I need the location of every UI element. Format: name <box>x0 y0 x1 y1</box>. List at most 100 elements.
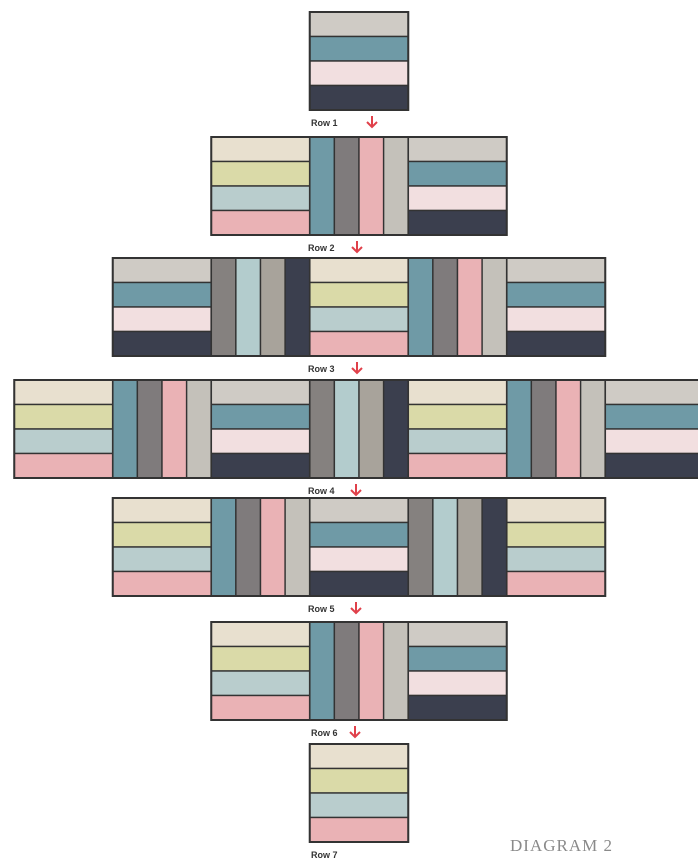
down-arrow-icon <box>367 116 377 127</box>
fabric-strip <box>211 454 310 479</box>
down-arrow-icon <box>352 241 362 252</box>
fabric-strip <box>211 162 310 187</box>
fabric-strip <box>507 547 606 572</box>
fabric-strip <box>507 380 532 478</box>
quilt-row <box>211 137 507 235</box>
fabric-strip <box>261 498 286 596</box>
fabric-strip <box>482 258 507 356</box>
fabric-strip <box>285 258 310 356</box>
fabric-strip <box>261 258 286 356</box>
fabric-strip <box>310 307 409 332</box>
fabric-strip <box>14 454 113 479</box>
fabric-strip <box>458 258 483 356</box>
fabric-strip <box>310 622 335 720</box>
fabric-strip <box>581 380 606 478</box>
horizontal-strip-block <box>310 498 409 596</box>
down-arrow-icon <box>350 726 360 737</box>
horizontal-strip-block <box>605 380 698 478</box>
fabric-strip <box>359 380 384 478</box>
fabric-strip <box>310 283 409 308</box>
fabric-strip <box>384 622 409 720</box>
fabric-strip <box>408 671 507 696</box>
horizontal-strip-block <box>507 498 606 596</box>
fabric-strip <box>310 37 409 62</box>
row-label: Row 1 <box>311 118 338 128</box>
horizontal-strip-block <box>211 622 310 720</box>
fabric-strip <box>113 258 212 283</box>
fabric-strip <box>310 86 409 111</box>
horizontal-strip-block <box>113 498 212 596</box>
fabric-strip <box>162 380 187 478</box>
fabric-strip <box>310 744 409 769</box>
fabric-strip <box>211 622 310 647</box>
vertical-strip-block <box>408 498 507 596</box>
fabric-strip <box>310 258 409 283</box>
fabric-strip <box>211 647 310 672</box>
fabric-strip <box>359 622 384 720</box>
fabric-strip <box>211 186 310 211</box>
fabric-strip <box>482 498 507 596</box>
row-label: Row 3 <box>308 364 335 374</box>
fabric-strip <box>211 137 310 162</box>
fabric-strip <box>531 380 556 478</box>
fabric-strip <box>408 498 433 596</box>
fabric-strip <box>507 523 606 548</box>
down-arrow-icon <box>352 362 362 373</box>
fabric-strip <box>236 258 261 356</box>
fabric-strip <box>507 332 606 357</box>
fabric-strip <box>310 818 409 843</box>
fabric-strip <box>310 380 335 478</box>
vertical-strip-block <box>310 622 409 720</box>
fabric-strip <box>310 547 409 572</box>
fabric-strip <box>384 380 409 478</box>
fabric-strip <box>211 380 310 405</box>
vertical-strip-block <box>507 380 606 478</box>
horizontal-strip-block <box>113 258 212 356</box>
fabric-strip <box>211 405 310 430</box>
fabric-strip <box>605 405 698 430</box>
row-label: Row 6 <box>311 728 338 738</box>
fabric-strip <box>605 380 698 405</box>
fabric-strip <box>14 380 113 405</box>
fabric-strip <box>113 572 212 597</box>
fabric-strip <box>408 380 507 405</box>
fabric-strip <box>408 622 507 647</box>
fabric-strip <box>137 380 162 478</box>
fabric-strip <box>310 523 409 548</box>
fabric-strip <box>113 332 212 357</box>
quilt-row <box>14 380 698 478</box>
fabric-strip <box>507 258 606 283</box>
fabric-strip <box>113 498 212 523</box>
fabric-strip <box>408 454 507 479</box>
quilt-row <box>310 744 409 842</box>
fabric-strip <box>211 671 310 696</box>
horizontal-strip-block <box>408 380 507 478</box>
row-label: Row 7 <box>311 850 338 860</box>
fabric-strip <box>507 283 606 308</box>
fabric-strip <box>408 696 507 721</box>
down-arrow-icon <box>351 602 361 613</box>
horizontal-strip-block <box>310 258 409 356</box>
fabric-strip <box>408 137 507 162</box>
row-label: Row 4 <box>308 486 335 496</box>
vertical-strip-block <box>310 137 409 235</box>
fabric-strip <box>556 380 581 478</box>
fabric-strip <box>310 137 335 235</box>
fabric-strip <box>211 498 236 596</box>
fabric-strip <box>310 498 409 523</box>
vertical-strip-block <box>310 380 409 478</box>
quilt-row <box>113 498 606 596</box>
fabric-strip <box>236 498 261 596</box>
horizontal-strip-block <box>310 744 409 842</box>
fabric-strip <box>507 307 606 332</box>
fabric-strip <box>211 258 236 356</box>
fabric-strip <box>408 429 507 454</box>
fabric-strip <box>605 454 698 479</box>
vertical-strip-block <box>408 258 507 356</box>
fabric-strip <box>310 61 409 86</box>
fabric-strip <box>113 523 212 548</box>
vertical-strip-block <box>211 498 310 596</box>
fabric-strip <box>211 429 310 454</box>
fabric-strip <box>507 572 606 597</box>
